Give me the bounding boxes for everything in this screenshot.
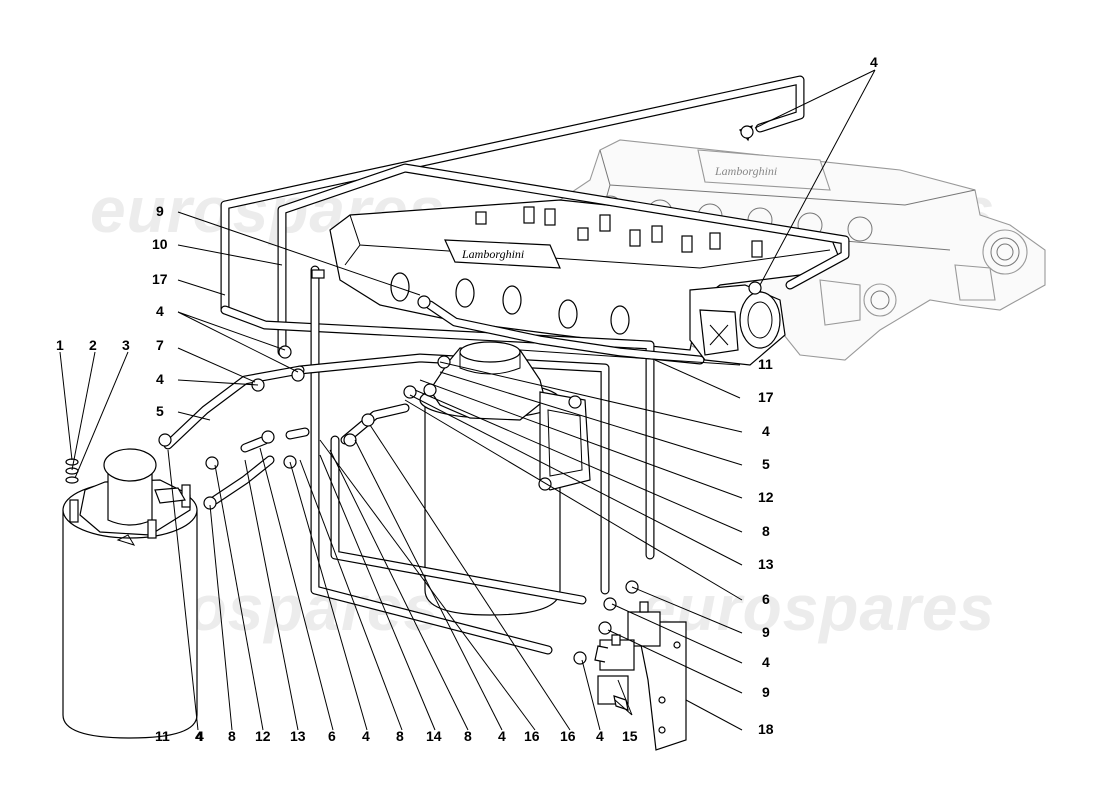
engine-logo: Lamborghini — [461, 247, 524, 261]
callout-11: 11 — [758, 356, 773, 372]
callout-8: 8 — [228, 728, 236, 744]
callout-4: 4 — [362, 728, 370, 744]
callout-12: 12 — [255, 728, 271, 744]
callout-17: 17 — [758, 389, 774, 405]
callout-8: 8 — [762, 523, 770, 539]
callout-9: 9 — [762, 684, 770, 700]
callout-4: 4 — [195, 728, 203, 744]
callout-4: 4 — [156, 303, 164, 319]
callout-15: 15 — [622, 728, 638, 744]
callout-2: 2 — [89, 337, 97, 353]
callout-4: 4 — [596, 728, 604, 744]
callout-8: 8 — [396, 728, 404, 744]
callout-6: 6 — [328, 728, 336, 744]
filter-housing — [429, 341, 591, 491]
canister-left — [62, 448, 198, 739]
callout-4: 4 — [762, 654, 770, 670]
callout-5: 5 — [156, 403, 164, 419]
engine-logo: Lamborghini — [714, 164, 777, 178]
leader-lines — [59, 69, 876, 731]
hose-clamps — [158, 125, 762, 665]
upper-vent-hoses — [220, 75, 850, 560]
callout-11: 11 — [155, 728, 170, 744]
callout-4: 4 — [762, 423, 770, 439]
callout-13: 13 — [758, 556, 774, 572]
callout-6: 6 — [762, 591, 770, 607]
callout-4: 4 — [498, 728, 506, 744]
callout-9: 9 — [762, 624, 770, 640]
callout-4: 4 — [156, 371, 164, 387]
callout-12: 12 — [758, 489, 774, 505]
front-intake-manifold: Lamborghini — [329, 199, 841, 366]
solenoid-valves — [594, 601, 687, 751]
callout-5: 5 — [762, 456, 770, 472]
bolt-row — [475, 206, 763, 258]
callout-17: 17 — [152, 271, 168, 287]
callout-8: 8 — [464, 728, 472, 744]
callout-7: 7 — [156, 337, 164, 353]
callout-4: 4 — [870, 54, 878, 70]
callout-3: 3 — [122, 337, 130, 353]
watermark: eurospares — [640, 572, 995, 644]
callout-1: 1 — [56, 337, 64, 353]
callout-16: 16 — [524, 728, 540, 744]
callout-13: 13 — [290, 728, 306, 744]
callout-9: 9 — [156, 203, 164, 219]
intake-ports — [390, 272, 630, 335]
callout-18: 18 — [758, 721, 774, 737]
callout-14: 14 — [426, 728, 442, 744]
callout-10: 10 — [152, 236, 168, 252]
callout-labels: 1 2 3 7 4 5 4 9 10 17 4 4 11 17 4 5 12 8… — [56, 54, 878, 744]
callout-4: 4 — [196, 728, 204, 744]
callout-16: 16 — [560, 728, 576, 744]
